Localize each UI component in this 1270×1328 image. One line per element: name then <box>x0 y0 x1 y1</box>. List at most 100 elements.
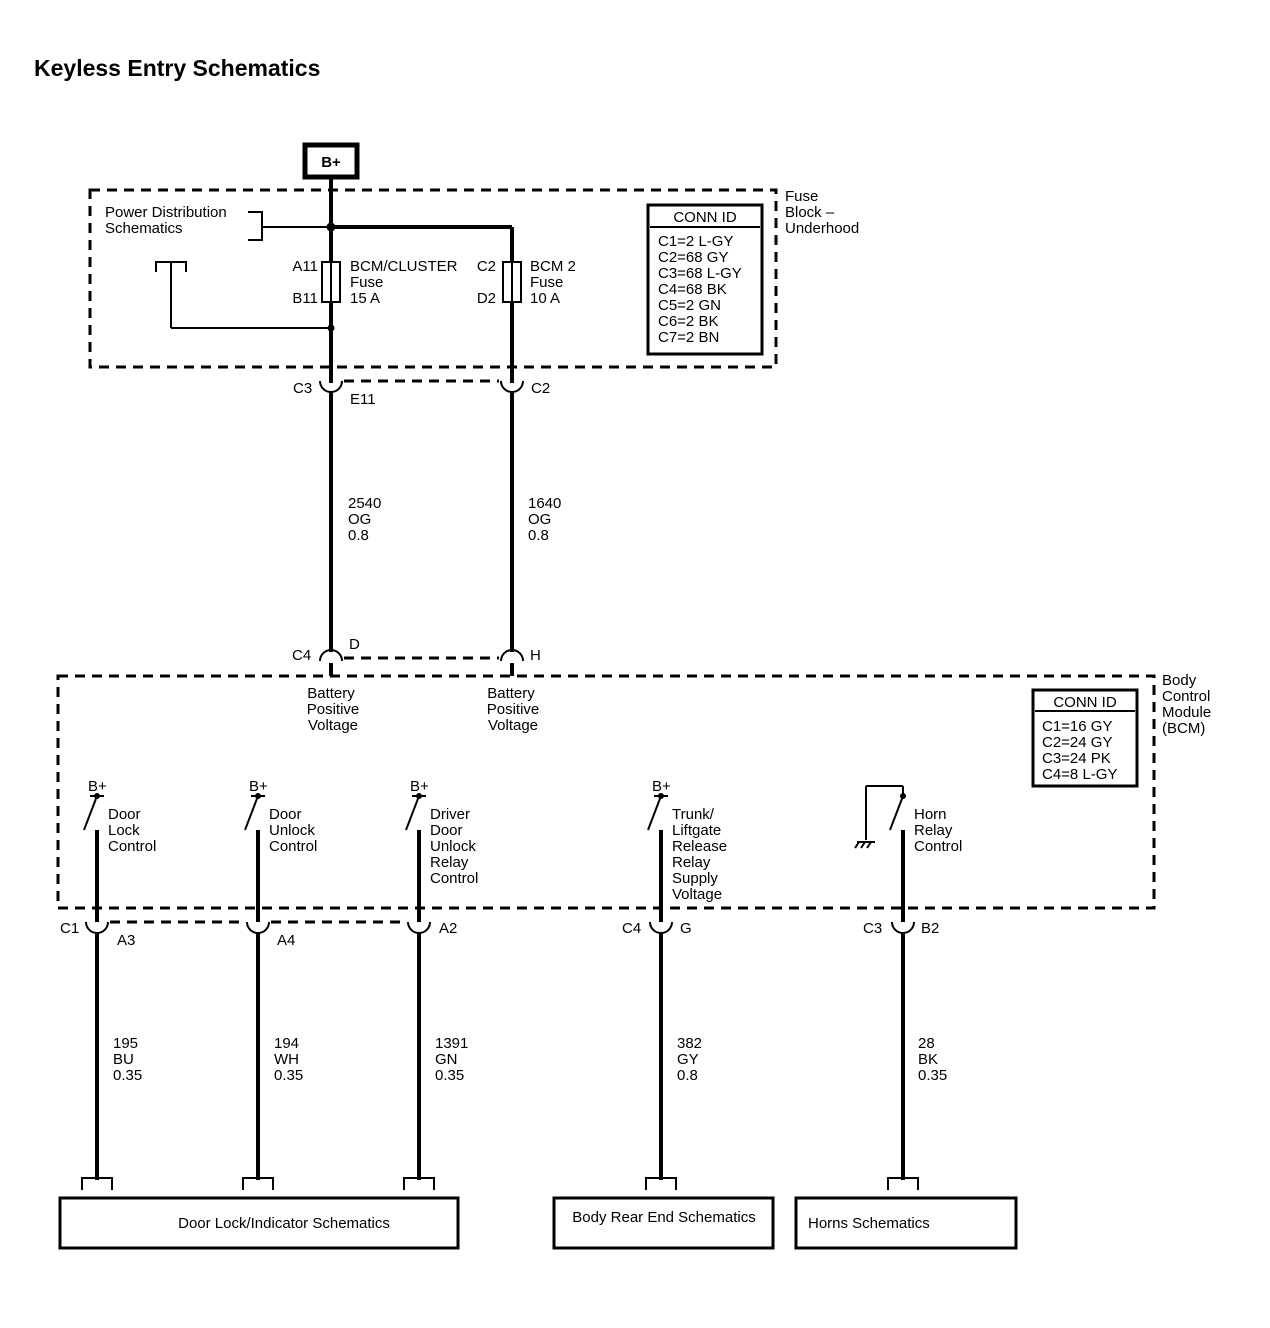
bcm-label-line: (BCM) <box>1162 720 1205 737</box>
wire-color: BU <box>113 1051 134 1068</box>
switch-horn-relay-control: Horn Relay Control <box>854 785 962 922</box>
fuse-bcm-2: C2 D2 BCM 2 Fuse 10 A <box>477 258 576 307</box>
conn-id-row: C4=8 L-GY <box>1042 766 1117 783</box>
switch-supply-label: B+ <box>652 778 671 795</box>
connector-label: C1 <box>60 920 79 937</box>
conn-id-row: C1=16 GY <box>1042 718 1112 735</box>
output-connector-a2: A2 <box>407 920 457 937</box>
connector-pin-label: D <box>349 636 360 653</box>
switch-label: Door <box>108 806 141 823</box>
wire-label-194: 194 WH 0.35 <box>274 1035 303 1084</box>
input-label: Positive <box>487 701 540 718</box>
conn-id-header: CONN ID <box>1053 694 1117 711</box>
switch-label: Lock <box>108 822 140 839</box>
connector-label: C2 <box>531 380 550 397</box>
connector-c4-h: H <box>500 647 541 664</box>
connector-pin-label: A3 <box>117 932 135 949</box>
connector-pin-label: G <box>680 920 692 937</box>
fuse-label: BCM 2 <box>530 258 576 275</box>
connector-pin-label: H <box>530 647 541 664</box>
conn-id-row: C2=68 GY <box>658 249 728 266</box>
switch-label: Unlock <box>269 822 315 839</box>
switch-label: Control <box>269 838 317 855</box>
input-label: Voltage <box>488 717 538 734</box>
destination-label: Door Lock/Indicator Schematics <box>178 1215 390 1232</box>
bcm-label: Body Control Module (BCM) <box>1162 672 1211 737</box>
conn-id-row: C6=2 BK <box>658 313 718 330</box>
switch-door-unlock-control: B+ Door Unlock Control <box>244 778 317 922</box>
fuse-block-label-line: Fuse <box>785 188 818 205</box>
connector-c3-e11: C3 E11 <box>293 380 376 408</box>
wire-size: 0.35 <box>274 1067 303 1084</box>
fuse-block-label: Fuse Block – Underhood <box>785 188 859 237</box>
wire-circuit: 1391 <box>435 1035 468 1052</box>
conn-id-header: CONN ID <box>673 209 737 226</box>
conn-id-row: C2=24 GY <box>1042 734 1112 751</box>
output-connector-a4: A4 <box>246 921 295 949</box>
switch-label: Voltage <box>672 886 722 903</box>
wire-size: 0.8 <box>528 527 549 544</box>
conn-id-row: C5=2 GN <box>658 297 721 314</box>
switch-supply-label: B+ <box>249 778 268 795</box>
fuse-label: Fuse <box>350 274 383 291</box>
fuse-block-border <box>88 188 778 369</box>
power-distribution-label: Schematics <box>105 220 183 237</box>
conn-id-row: C7=2 BN <box>658 329 719 346</box>
switch-label: Release <box>672 838 727 855</box>
connector-pin-label: E11 <box>350 391 376 408</box>
reference-terminals <box>81 1177 919 1190</box>
wire-size: 0.35 <box>113 1067 142 1084</box>
input-label: Voltage <box>308 717 358 734</box>
switch-door-lock-control: B+ Door Lock Control <box>83 778 156 922</box>
connector-c4-d: C4 D <box>292 636 360 664</box>
wire-size: 0.8 <box>348 527 369 544</box>
bcm-label-line: Control <box>1162 688 1210 705</box>
body-rear-end-schematics-box[interactable]: Body Rear End Schematics <box>552 1196 775 1250</box>
wire-circuit: 195 <box>113 1035 138 1052</box>
bcm-label-line: Module <box>1162 704 1211 721</box>
wire-size: 0.35 <box>918 1067 947 1084</box>
switch-label: Door <box>430 822 463 839</box>
switch-supply-label: B+ <box>88 778 107 795</box>
switch-label: Trunk/ <box>672 806 715 823</box>
switch-label: Relay <box>430 854 469 871</box>
wire-circuit: 28 <box>918 1035 935 1052</box>
wire-circuit: 194 <box>274 1035 299 1052</box>
switch-label: Liftgate <box>672 822 721 839</box>
output-connector-c1-a3: C1 A3 <box>60 920 135 949</box>
fuse-label: 10 A <box>530 290 560 307</box>
connector-pin-label: A4 <box>277 932 295 949</box>
wire-color: GY <box>677 1051 699 1068</box>
fuse-label: BCM/CLUSTER <box>350 258 458 275</box>
switch-label: Driver <box>430 806 470 823</box>
wire-color: GN <box>435 1051 458 1068</box>
switch-label: Control <box>430 870 478 887</box>
bcm-conn-id-table: CONN ID C1=16 GY C2=24 GY C3=24 PK C4=8 … <box>1031 688 1139 788</box>
wire-color: OG <box>348 511 371 528</box>
wire-label-195: 195 BU 0.35 <box>113 1035 142 1084</box>
power-distribution-label: Power Distribution <box>105 204 227 221</box>
connector-pin-label: A2 <box>439 920 457 937</box>
destination-label: Body Rear End Schematics <box>572 1209 755 1226</box>
wire-label-1640: 1640 OG 0.8 <box>528 495 561 544</box>
bcm-label-line: Body <box>1162 672 1197 689</box>
battery-positive-voltage-right: Battery Positive Voltage <box>487 685 540 734</box>
door-lock-indicator-schematics-box[interactable]: Door Lock/Indicator Schematics <box>58 1196 460 1250</box>
fuse-label: 15 A <box>350 290 380 307</box>
output-connector-c3-b2: C3 B2 <box>863 920 939 937</box>
wire-label-1391: 1391 GN 0.35 <box>435 1035 468 1084</box>
switch-label: Relay <box>672 854 711 871</box>
input-label: Battery <box>487 685 535 702</box>
connector-label: C4 <box>622 920 641 937</box>
fuse-pin-label: D2 <box>477 290 496 307</box>
connector-label: C3 <box>293 380 312 397</box>
switch-label: Control <box>914 838 962 855</box>
switch-label: Supply <box>672 870 718 887</box>
wire-color: OG <box>528 511 551 528</box>
fuse-label: Fuse <box>530 274 563 291</box>
connector-pin-label: B2 <box>921 920 939 937</box>
battery-source-label: B+ <box>321 154 341 171</box>
horns-schematics-box[interactable]: Horns Schematics <box>794 1196 1018 1250</box>
battery-positive-voltage-left: Battery Positive Voltage <box>307 685 360 734</box>
